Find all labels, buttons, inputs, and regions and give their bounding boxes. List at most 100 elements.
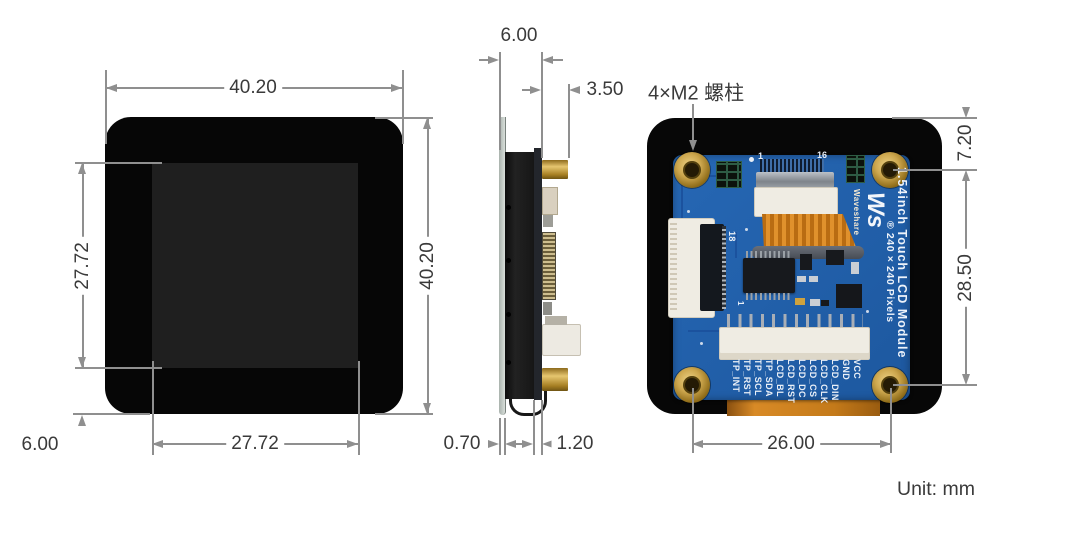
- pin-label: TP_SDA: [764, 359, 774, 397]
- arrowhead-right: [488, 440, 499, 448]
- smd-pad: [797, 276, 806, 282]
- pin-label: LCD_CLK: [819, 359, 829, 404]
- extension-line: [358, 361, 360, 455]
- side-view-pin-row-profile: [542, 232, 556, 300]
- extension-line: [375, 117, 433, 119]
- extension-line: [541, 52, 543, 158]
- pcb-via: [687, 210, 690, 213]
- dim-front-width: 40.20: [224, 78, 282, 98]
- arrowhead-right: [488, 56, 499, 64]
- side-view-body-bump: [506, 205, 511, 210]
- extension-line: [375, 413, 433, 415]
- extension-line: [893, 169, 977, 171]
- silk-fpc18-pin1-label: 1: [736, 301, 745, 306]
- silk-pin16-label: 16: [817, 150, 828, 160]
- arrowhead-down: [689, 140, 697, 151]
- dimension-tail: [479, 59, 489, 61]
- extension-line: [533, 400, 535, 455]
- arrowhead-up: [962, 170, 970, 181]
- smd-chip-small: [836, 284, 862, 308]
- standoff-top-right: [872, 152, 908, 188]
- smd-pad: [851, 262, 859, 274]
- dim-hole-top-offset: 7.20: [955, 119, 976, 167]
- pcb-trace: [700, 175, 730, 177]
- pcb-subtitle-text: ® 240 × 240 Pixels: [884, 221, 896, 323]
- extension-line: [892, 117, 977, 119]
- side-view-small-component: [543, 215, 553, 227]
- pin-label: TP_INT: [731, 359, 741, 393]
- arrowhead-right: [347, 440, 358, 448]
- side-view-fpc-connector-profile: [542, 187, 558, 215]
- side-view-flex-curl: [509, 389, 547, 416]
- arrowhead-left: [542, 440, 553, 448]
- pin-label: TP_RST: [742, 359, 752, 396]
- extension-line: [499, 52, 501, 150]
- dimension-tail: [516, 443, 523, 445]
- silk-fpc18-label: 18: [727, 231, 737, 242]
- extension-line: [402, 70, 404, 144]
- front-view-active-screen: [152, 163, 358, 368]
- dim-hole-vertical-pitch: 28.50: [955, 249, 976, 307]
- arrowhead-right: [880, 440, 891, 448]
- fpc16-metal-latch: [756, 172, 834, 188]
- dim-hole-horizontal-pitch: 26.00: [762, 434, 820, 454]
- side-view-standoff-bottom: [542, 368, 568, 391]
- smd-pad: [809, 276, 818, 282]
- arrowhead-left: [569, 86, 580, 94]
- arrowhead-up: [423, 118, 431, 129]
- extension-line: [152, 361, 154, 455]
- main-chip: [743, 258, 795, 293]
- pin-label: LCD_DC: [797, 359, 807, 398]
- side-view-display-body: [505, 152, 534, 399]
- arrowhead-left: [505, 440, 516, 448]
- arrowhead-down: [962, 107, 970, 118]
- standoff-top-left: [674, 152, 710, 188]
- silk-pin1-label: 1: [758, 151, 764, 161]
- fpc18-latch: [700, 224, 724, 311]
- side-view-body-bump: [506, 258, 511, 263]
- waveshare-brand-text: Waveshare: [852, 189, 861, 236]
- standoff-callout-label: 4×M2 螺柱: [648, 82, 745, 105]
- side-view-small-component: [543, 302, 552, 315]
- dim-glass-thickness: 0.70: [438, 434, 486, 454]
- fpc18-pin-row: [722, 226, 726, 309]
- side-view-pcb-edge: [534, 148, 542, 400]
- extension-line: [73, 413, 150, 415]
- unit-note: Unit: mm: [892, 478, 980, 499]
- pcb-trace: [735, 232, 737, 258]
- pcb-via: [700, 342, 703, 345]
- extension-line: [541, 400, 543, 455]
- dimension-tail: [553, 59, 563, 61]
- arrowhead-left: [542, 56, 553, 64]
- pin-label: TP_SCL: [753, 359, 763, 396]
- fpc16-pin-row: [760, 159, 824, 172]
- arrowhead-down: [962, 374, 970, 385]
- fpc16-connector-body: [754, 187, 838, 217]
- dim-pcb-thickness: 1.20: [551, 434, 599, 454]
- pin-label: VCC: [852, 359, 862, 380]
- dim-screen-width: 27.72: [226, 434, 284, 454]
- dim-screen-height: 27.72: [72, 237, 93, 295]
- chip-pin-row-bottom: [746, 293, 792, 300]
- arrowhead-down: [423, 403, 431, 414]
- extension-line: [890, 388, 892, 453]
- dimension-tail: [522, 89, 532, 91]
- leader-line: [692, 104, 694, 141]
- dim-front-height: 40.20: [417, 237, 438, 295]
- arrowhead-right: [391, 84, 402, 92]
- pcb-via: [745, 228, 748, 231]
- smd-component: [800, 254, 812, 270]
- fpc16-flex-ribbon: [762, 214, 856, 247]
- smd-pad: [810, 299, 820, 306]
- extension-line: [75, 162, 162, 164]
- arrowhead-left: [106, 84, 117, 92]
- arrowhead-left: [152, 440, 163, 448]
- dim-total-thickness: 6.00: [495, 26, 543, 46]
- dim-front-border: 6.00: [16, 435, 64, 455]
- arrowhead-up: [78, 415, 86, 426]
- pin-label: GND: [841, 359, 851, 381]
- pcb-via: [866, 310, 869, 313]
- arrowhead-left: [692, 440, 703, 448]
- smd-component: [826, 250, 844, 265]
